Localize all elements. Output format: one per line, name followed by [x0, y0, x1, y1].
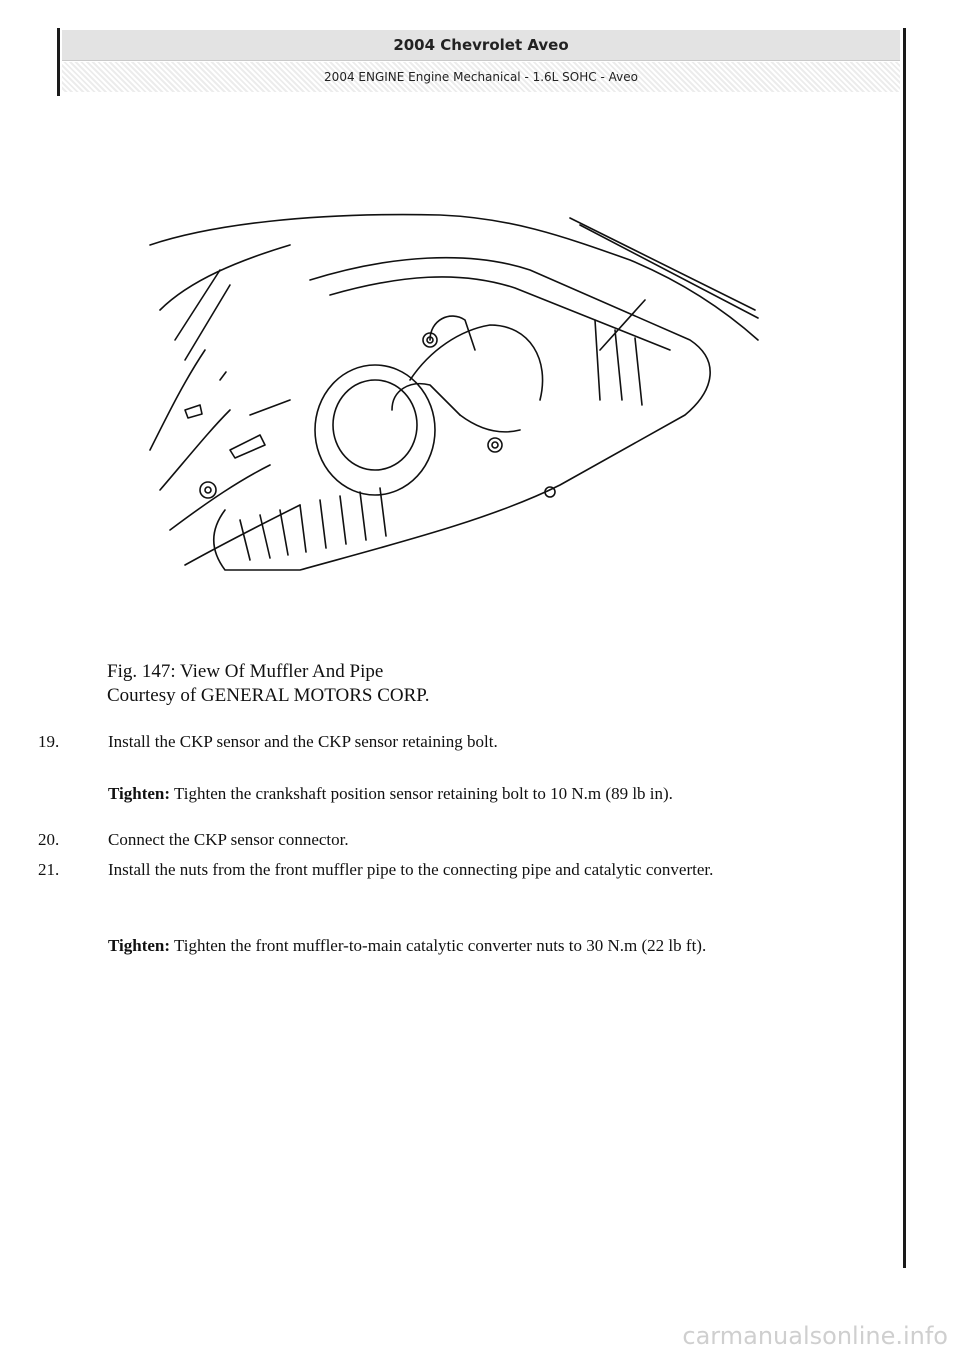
tighten-note: Tighten: Tighten the crankshaft position… — [108, 780, 878, 807]
list-item: 20. Connect the CKP sensor connector. — [38, 826, 873, 853]
tighten-text: Tighten the front muffler-to-main cataly… — [174, 936, 707, 955]
document-title: 2004 Chevrolet Aveo — [62, 30, 900, 61]
tighten-label: Tighten: — [108, 784, 171, 803]
page-border-left — [57, 28, 60, 96]
figure-caption: Fig. 147: View Of Muffler And Pipe Court… — [107, 660, 430, 708]
tighten-note: Tighten: Tighten the front muffler-to-ma… — [108, 932, 878, 959]
tighten-text: Tighten the crankshaft position sensor r… — [174, 784, 673, 803]
page-border-right — [903, 28, 906, 1268]
step-text: Connect the CKP sensor connector. — [108, 830, 349, 849]
list-item: 21. Install the nuts from the front muff… — [38, 856, 873, 883]
step-number: 20. — [38, 830, 60, 849]
tighten-label: Tighten: — [108, 936, 171, 955]
caption-credit: Courtesy of GENERAL MOTORS CORP. — [107, 685, 430, 706]
step-text: Install the nuts from the front muffler … — [108, 860, 714, 879]
document-subtitle: 2004 ENGINE Engine Mechanical - 1.6L SOH… — [62, 62, 900, 92]
watermark: carmanualsonline.info — [682, 1322, 948, 1350]
list-item: 19. Install the CKP sensor and the CKP s… — [38, 728, 873, 755]
muffler-pipe-illustration — [130, 200, 765, 585]
step-number: 19. — [38, 732, 60, 751]
step-text: Install the CKP sensor and the CKP senso… — [108, 732, 498, 751]
step-number: 21. — [38, 860, 60, 879]
caption-title: Fig. 147: View Of Muffler And Pipe — [107, 661, 384, 682]
